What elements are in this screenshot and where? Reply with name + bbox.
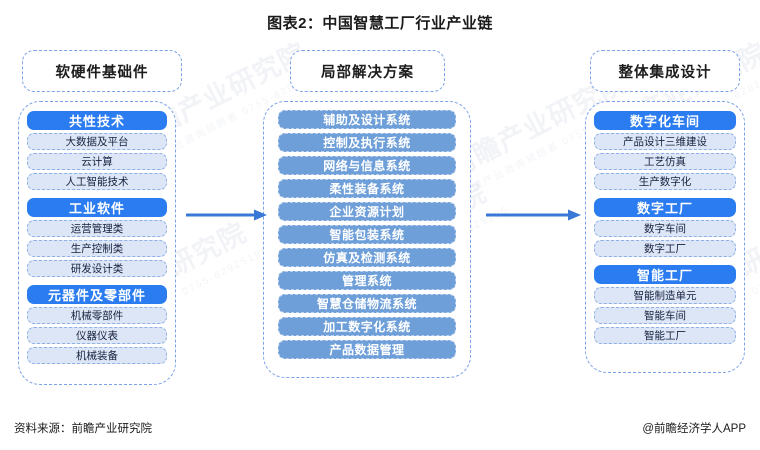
group-item[interactable]: 智能工厂 <box>594 327 736 344</box>
source-note: 资料来源：前瞻产业研究院 <box>14 423 152 435</box>
group-head-gongxing-jishu[interactable]: 共性技术 <box>27 111 167 130</box>
group-head-shuzihua-chejian[interactable]: 数字化车间 <box>594 111 736 130</box>
group-item[interactable]: 智能车间 <box>594 307 736 324</box>
column-header-integrated-design: 整体集成设计 <box>590 50 740 92</box>
group-item[interactable]: 机械装备 <box>27 347 167 364</box>
group-item[interactable]: 生产数字化 <box>594 173 736 190</box>
group-item[interactable]: 智能制造单元 <box>594 287 736 304</box>
group-item[interactable]: 运营管理类 <box>27 220 167 237</box>
group-item[interactable]: 机械零部件 <box>27 307 167 324</box>
group-item[interactable]: 人工智能技术 <box>27 173 167 190</box>
arrow-middle-to-right-icon <box>486 209 581 221</box>
column-body-local-solutions: 辅助及设计系统 控制及执行系统 网络与信息系统 柔性装备系统 企业资源计划 智能… <box>263 101 471 378</box>
group-head-zhineng-gongchang[interactable]: 智能工厂 <box>594 265 736 284</box>
solution-item[interactable]: 智能包装系统 <box>278 225 456 244</box>
solution-item[interactable]: 加工数字化系统 <box>278 317 456 336</box>
group-item[interactable]: 数字车间 <box>594 220 736 237</box>
group-item[interactable]: 大数据及平台 <box>27 133 167 150</box>
column-body-integrated-design: 数字化车间 产品设计三维建设 工艺仿真 生产数字化 数字工厂 数字车间 数字工厂… <box>585 101 745 373</box>
solution-item[interactable]: 智慧仓储物流系统 <box>278 294 456 313</box>
solution-item[interactable]: 管理系统 <box>278 271 456 290</box>
group-head-shuzi-gongchang[interactable]: 数字工厂 <box>594 198 736 217</box>
group-head-gongye-ruanjian[interactable]: 工业软件 <box>27 198 167 217</box>
column-header-local-solutions: 局部解决方案 <box>290 50 445 92</box>
solution-item[interactable]: 辅助及设计系统 <box>278 110 456 129</box>
group-item[interactable]: 仪器仪表 <box>27 327 167 344</box>
solution-item[interactable]: 控制及执行系统 <box>278 133 456 152</box>
brand-note: @前瞻经济学人APP <box>642 423 746 435</box>
group-item[interactable]: 工艺仿真 <box>594 153 736 170</box>
group-item[interactable]: 研发设计类 <box>27 260 167 277</box>
group-head-yuanqijian[interactable]: 元器件及零部件 <box>27 285 167 304</box>
solution-item[interactable]: 仿真及检测系统 <box>278 248 456 267</box>
arrow-left-to-middle-icon <box>186 209 267 221</box>
solution-item[interactable]: 企业资源计划 <box>278 202 456 221</box>
solution-item[interactable]: 柔性装备系统 <box>278 179 456 198</box>
solution-item[interactable]: 产品数据管理 <box>278 340 456 359</box>
group-item[interactable]: 数字工厂 <box>594 240 736 257</box>
figure-title: 图表2：中国智慧工厂行业产业链 <box>267 15 493 32</box>
column-header-software-hardware: 软硬件基础件 <box>22 50 182 92</box>
group-item[interactable]: 生产控制类 <box>27 240 167 257</box>
group-item[interactable]: 产品设计三维建设 <box>594 133 736 150</box>
group-item[interactable]: 云计算 <box>27 153 167 170</box>
column-body-software-hardware: 共性技术 大数据及平台 云计算 人工智能技术 工业软件 运营管理类 生产控制类 … <box>18 101 176 385</box>
solution-item[interactable]: 网络与信息系统 <box>278 156 456 175</box>
